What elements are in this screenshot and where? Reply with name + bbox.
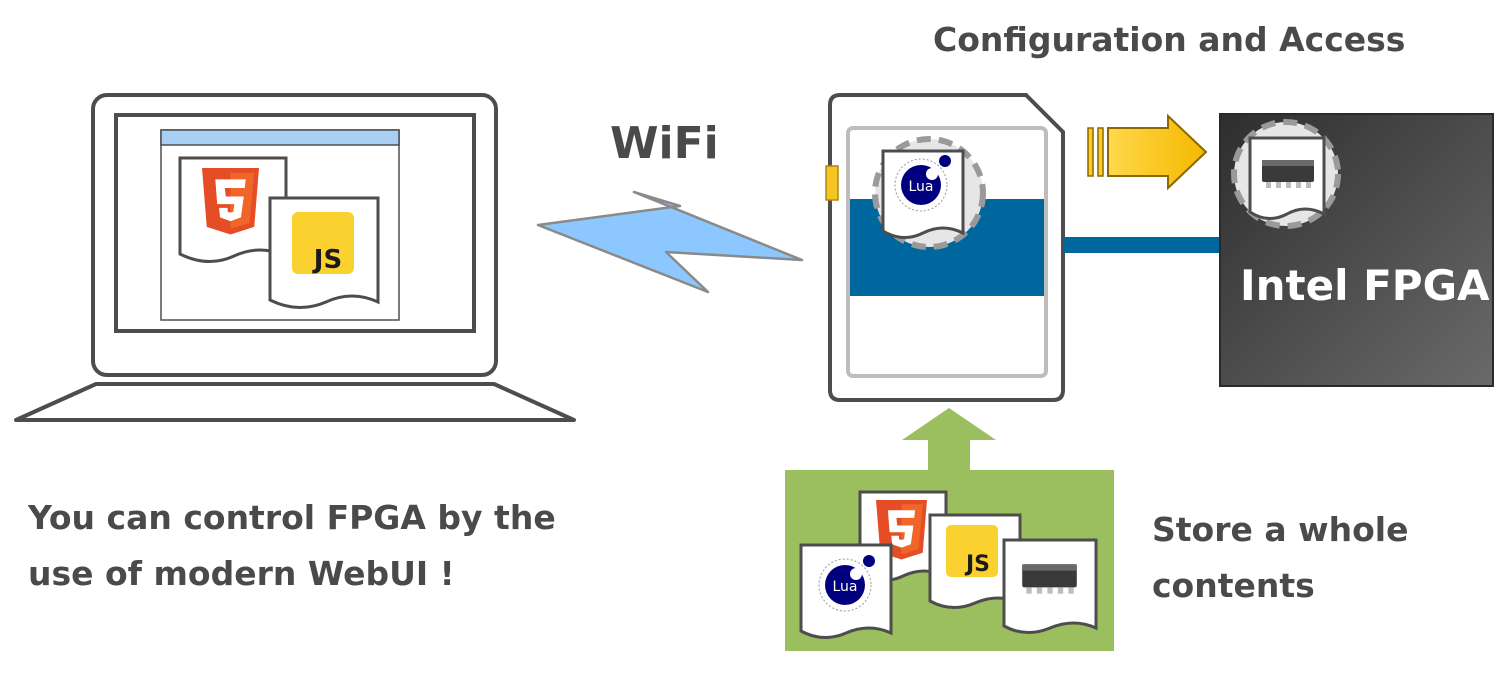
lua-icon: Lua — [872, 136, 986, 250]
wifi-title: WiFi — [610, 118, 719, 169]
javascript-icon: JS — [268, 196, 380, 309]
svg-text:Lua: Lua — [832, 579, 857, 595]
control-caption-line2: use of modern WebUI ! — [28, 554, 455, 593]
lua-doc-icon: Lua — [799, 543, 893, 639]
wifi-bolt — [536, 190, 804, 294]
store-panel: JS Lua — [785, 408, 1114, 651]
js-text: JS — [312, 245, 342, 275]
control-caption-line1: You can control FPGA by the — [28, 498, 556, 537]
config-arrow — [1087, 113, 1208, 191]
js-doc-icon: JS — [928, 513, 1022, 609]
sd-card: Lua — [825, 93, 1065, 402]
store-caption-line2: contents — [1152, 566, 1315, 605]
chip-doc-icon — [1002, 538, 1098, 634]
control-caption: You can control FPGA by the use of moder… — [28, 490, 556, 602]
config-access-title: Configuration and Access — [933, 20, 1406, 59]
svg-text:JS: JS — [964, 552, 990, 577]
laptop: JS — [14, 93, 576, 422]
fpga-label: Intel FPGA — [1240, 261, 1490, 310]
connection-line — [1063, 237, 1223, 253]
fpga-block — [1219, 113, 1494, 387]
store-caption-line1: Store a whole — [1152, 510, 1409, 549]
lua-text: Lua — [908, 179, 933, 195]
store-caption: Store a whole contents — [1152, 502, 1408, 614]
chip-icon — [1231, 119, 1341, 229]
